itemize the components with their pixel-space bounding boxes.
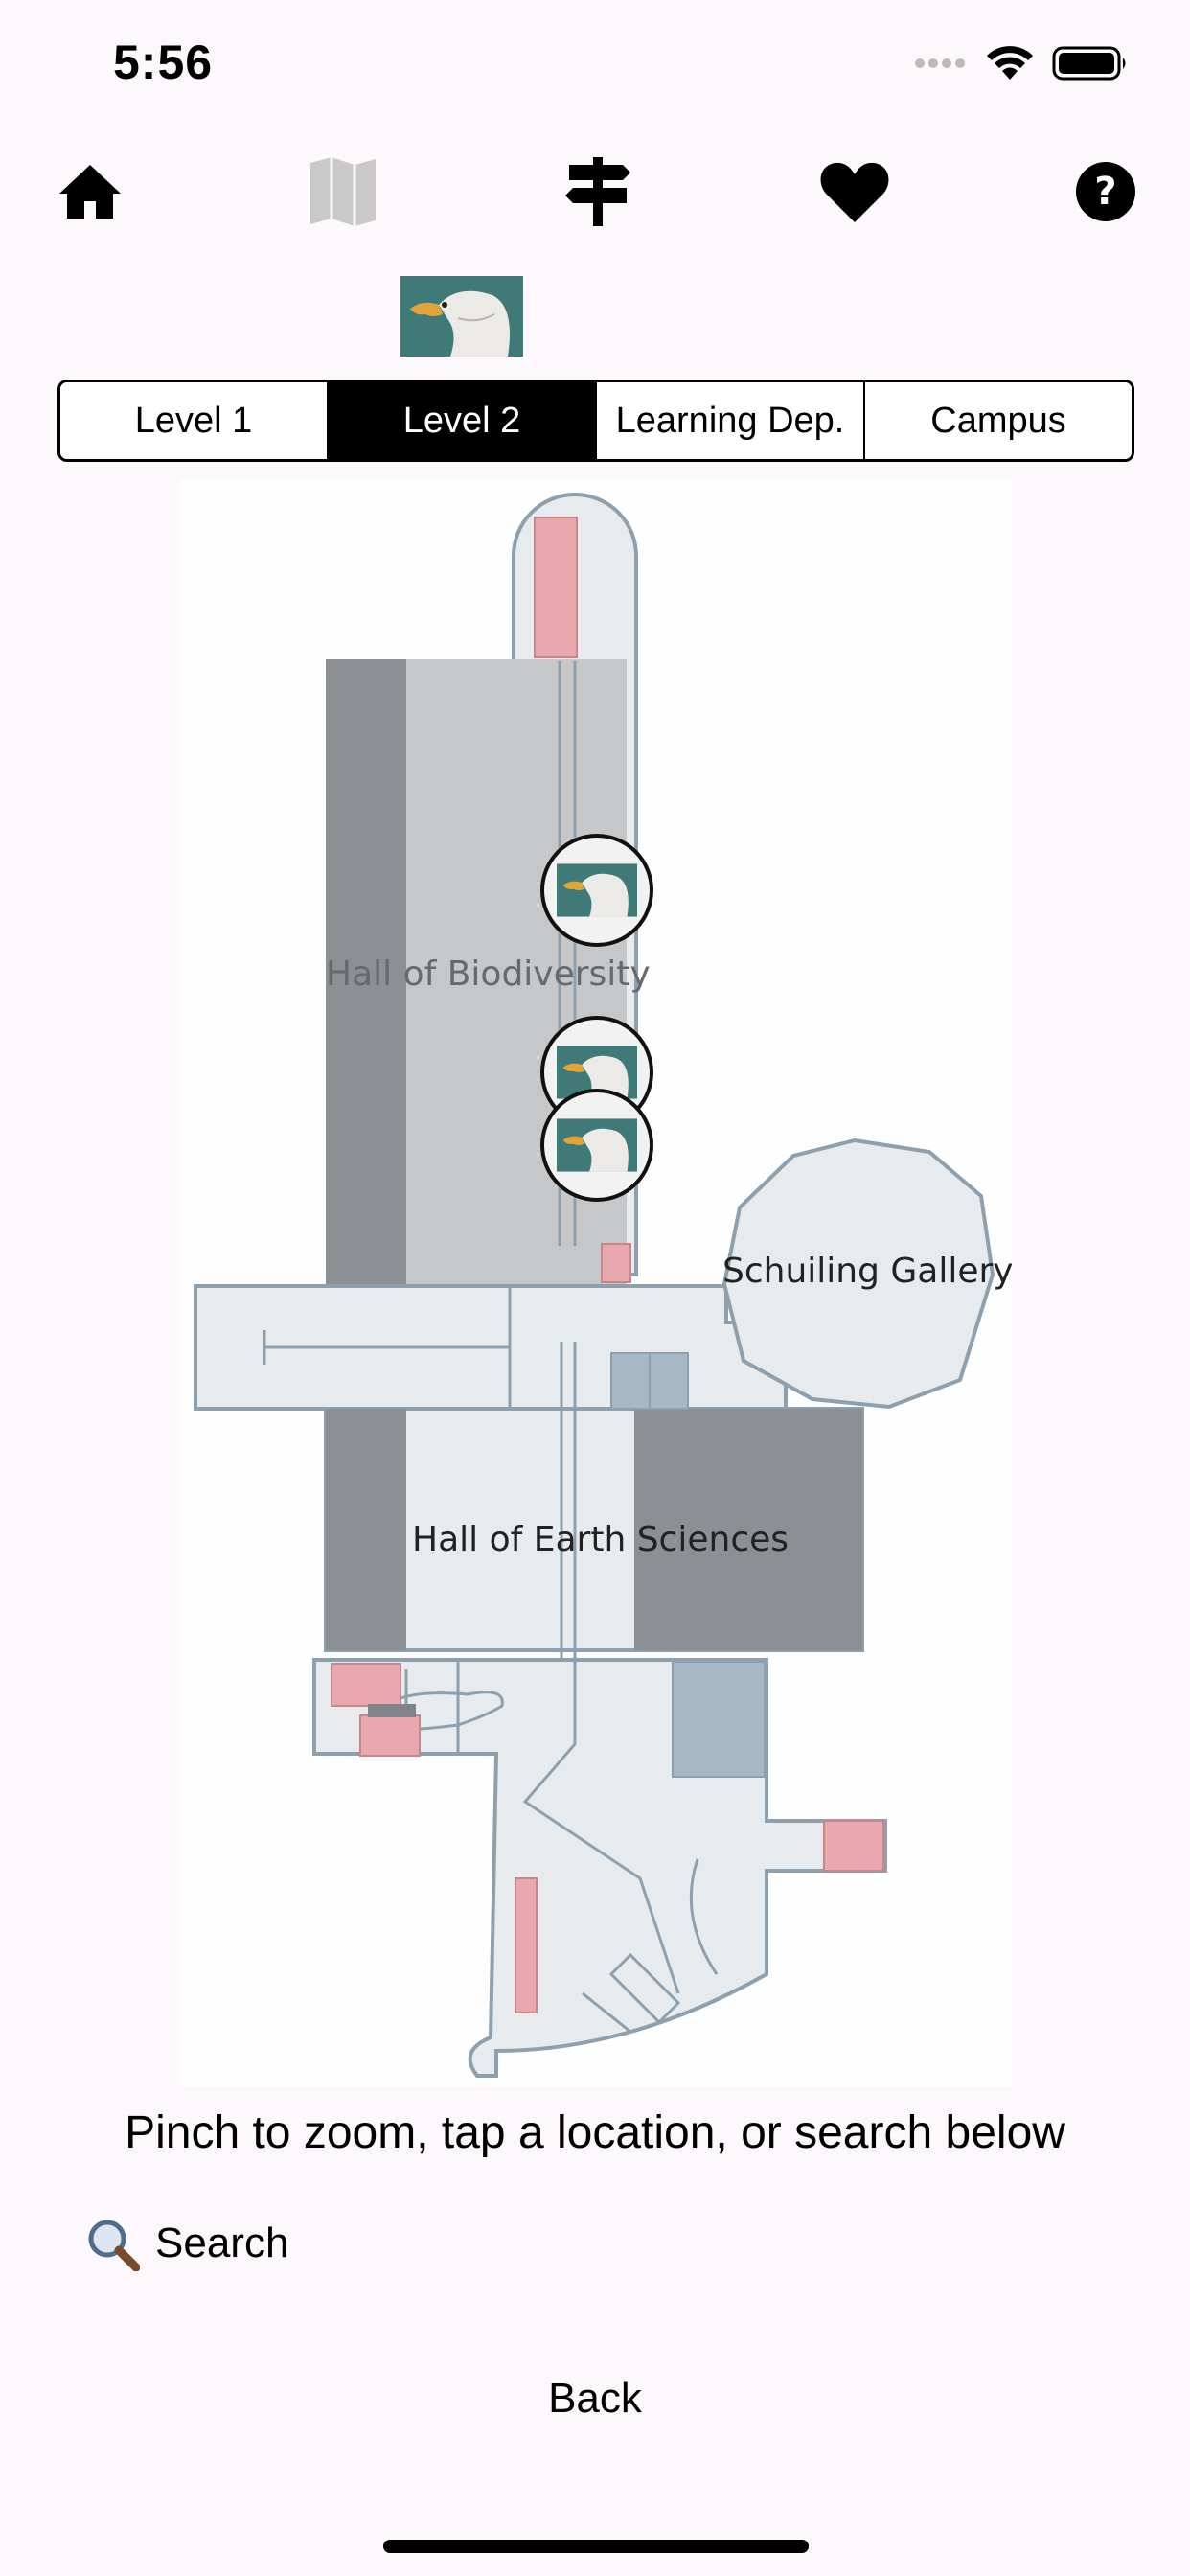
heart-icon xyxy=(820,162,889,222)
signpost-icon xyxy=(565,157,630,226)
eagle-icon xyxy=(557,863,637,917)
signal-icon xyxy=(915,58,965,68)
elevator-a xyxy=(610,1352,651,1410)
magnifier-icon xyxy=(88,2220,140,2271)
battery-icon xyxy=(1052,46,1126,80)
wifi-icon xyxy=(987,46,1033,80)
eagle-icon xyxy=(557,1118,637,1172)
floor-plan: Hall of Biodiversity Schuiling Gallery H… xyxy=(194,493,1014,2078)
svg-text:?: ? xyxy=(1094,170,1116,214)
restroom-south-west-a xyxy=(331,1663,401,1707)
home-button[interactable] xyxy=(42,144,138,240)
search-label: Search xyxy=(155,2220,289,2266)
search-button[interactable]: Search xyxy=(84,2216,288,2271)
schuiling-gallery-shape xyxy=(721,1138,995,1410)
dark-strip-north xyxy=(326,659,406,1284)
back-button[interactable]: Back xyxy=(548,2375,642,2422)
restroom-mid xyxy=(601,1243,631,1283)
map-icon xyxy=(310,157,376,226)
directions-button[interactable] xyxy=(550,144,646,240)
tab-learning-dep[interactable]: Learning Dep. xyxy=(597,382,865,459)
eagle-thumbnail[interactable] xyxy=(400,276,523,356)
label-earth-sciences: Hall of Earth Sciences xyxy=(412,1520,789,1559)
tab-campus[interactable]: Campus xyxy=(865,382,1132,459)
elevator-c xyxy=(672,1661,766,1778)
status-time: 5:56 xyxy=(113,35,214,89)
map-button[interactable] xyxy=(295,144,391,240)
home-icon xyxy=(59,165,121,218)
map-marker-eagle[interactable] xyxy=(540,1089,653,1202)
level-selector: Level 1 Level 2 Learning Dep. Campus xyxy=(57,380,1134,462)
toolbar: ? xyxy=(0,144,1190,240)
floor-map[interactable]: Hall of Biodiversity Schuiling Gallery H… xyxy=(180,479,1014,2087)
restroom-south xyxy=(515,1877,538,2013)
restroom-east xyxy=(823,1820,884,1872)
tab-level-2[interactable]: Level 2 xyxy=(329,382,597,459)
favorites-button[interactable] xyxy=(807,144,903,240)
map-instructions: Pinch to zoom, tap a location, or search… xyxy=(125,2107,1065,2158)
label-biodiversity: Hall of Biodiversity xyxy=(326,954,651,994)
restroom-south-west-b xyxy=(359,1714,421,1757)
label-schuiling-gallery: Schuiling Gallery xyxy=(722,1252,1012,1291)
map-marker-eagle[interactable] xyxy=(540,834,653,947)
help-button[interactable]: ? xyxy=(1058,144,1154,240)
help-icon: ? xyxy=(1076,162,1135,221)
restroom-north xyxy=(534,517,578,658)
home-indicator[interactable] xyxy=(383,2540,809,2553)
earth-dark-block xyxy=(634,1409,862,1650)
status-icons xyxy=(914,44,1129,82)
tab-level-1[interactable]: Level 1 xyxy=(60,382,329,459)
dark-strip-south xyxy=(326,1409,406,1650)
eagle-image xyxy=(400,276,523,356)
elevator-b xyxy=(649,1352,689,1410)
